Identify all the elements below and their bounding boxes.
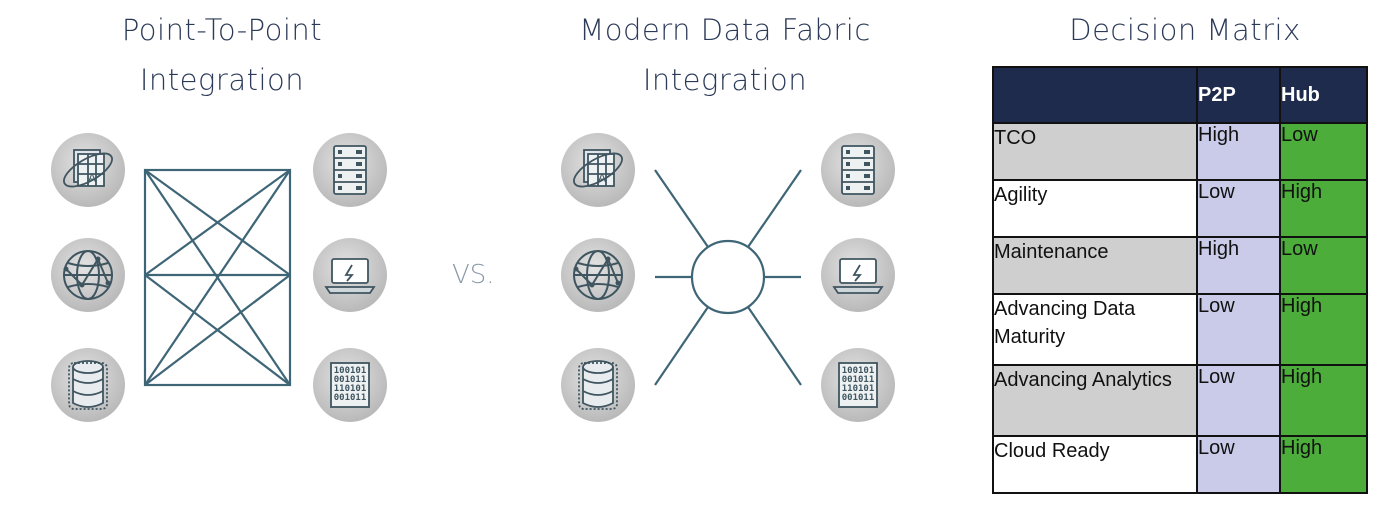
row-p2p-value: High [1196,236,1281,295]
p2p-title-line2: Integration [139,63,305,97]
row-p2p-value: High [1196,122,1281,181]
fabric-title-line1: Modern Data Fabric [579,13,871,47]
row-criterion: Advancing Data Maturity [992,293,1198,366]
row-p2p-value: Low [1196,435,1281,494]
p2p-connection-lines [143,168,292,387]
laptop-icon [312,237,388,313]
row-criterion: Agility [992,179,1198,238]
database-icon [560,347,636,423]
server-rack-icon [820,132,896,208]
database-icon [50,347,126,423]
matrix-title: Decision Matrix [1069,13,1301,47]
table-row: Agility Low High [992,179,1368,238]
table-header-row: P2P Hub [992,66,1368,124]
row-hub-value: High [1279,435,1368,494]
row-p2p-value: Low [1196,179,1281,238]
p2p-title-line1: Point-To-Point [121,13,323,47]
hub-circle [690,239,766,315]
globe-network-icon [560,237,636,313]
table-row: Advancing Data Maturity Low High [992,293,1368,366]
globe-network-icon [50,237,126,313]
header-p2p: P2P [1196,66,1281,124]
vs-label: VS. [452,260,495,290]
p2p-frame [143,168,292,387]
header-criterion [992,66,1198,124]
row-criterion: Advancing Analytics [992,364,1198,437]
row-hub-value: Low [1279,236,1368,295]
fabric-title-line2: Integration [642,63,808,97]
row-p2p-value: Low [1196,364,1281,437]
row-hub-value: High [1279,364,1368,437]
binary-data-icon [312,347,388,423]
table-row: TCO High Low [992,122,1368,181]
row-criterion: TCO [992,122,1198,181]
table-row: Advancing Analytics Low High [992,364,1368,437]
binary-data-icon [820,347,896,423]
laptop-icon [820,237,896,313]
hub-connection-lines [654,169,802,386]
row-hub-value: High [1279,293,1368,366]
row-criterion: Cloud Ready [992,435,1198,494]
row-p2p-value: Low [1196,293,1281,366]
server-rack-icon [312,132,388,208]
app-grid-icon [50,132,126,208]
row-criterion: Maintenance [992,236,1198,295]
app-grid-icon [560,132,636,208]
table-row: Cloud Ready Low High [992,435,1368,494]
fabric-title: Modern Data Fabric Integration [540,5,910,105]
row-hub-value: Low [1279,122,1368,181]
decision-matrix-table: P2P Hub TCO High Low Agility Low High Ma… [992,66,1368,494]
table-row: Maintenance High Low [992,236,1368,295]
p2p-title: Point-To-Point Integration [62,5,382,105]
header-hub: Hub [1279,66,1368,124]
row-hub-value: High [1279,179,1368,238]
